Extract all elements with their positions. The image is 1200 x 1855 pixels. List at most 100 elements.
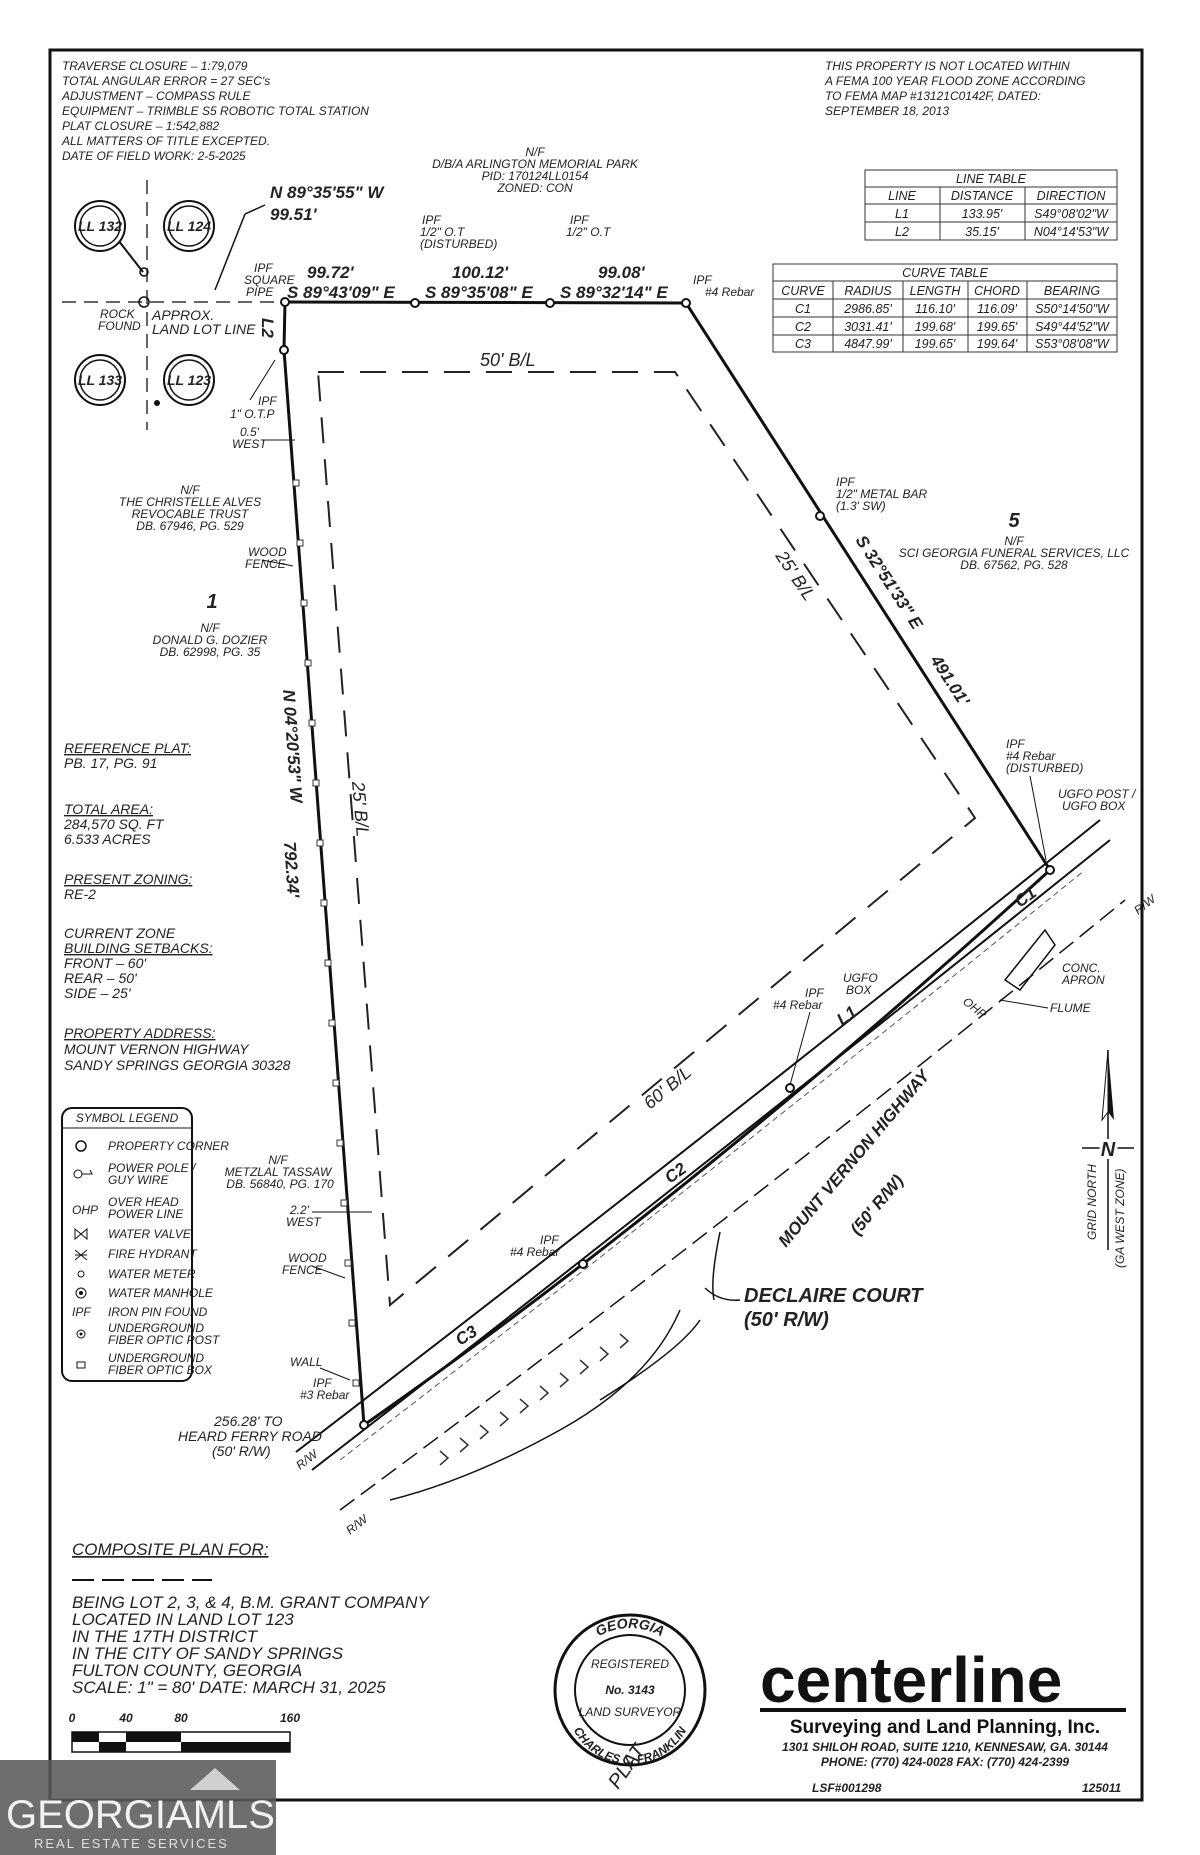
- curve-table-cell: 4847.99': [844, 337, 892, 351]
- line-table: LINE TABLE LINE DISTANCE DIRECTION L1 13…: [864, 169, 1118, 241]
- owner-line: THE CHRISTELLE ALVES: [119, 495, 261, 509]
- west-label: WEST: [232, 437, 268, 451]
- land-lot-markers: LL 132 LL 124 LL 133 LL 123 ROCK FOUND A…: [62, 180, 285, 430]
- fiber-optic-post-icon: [76, 1329, 86, 1339]
- ipf-ot-disturbed-label: 1/2" O.T: [420, 225, 466, 239]
- owner-line: N/F: [525, 145, 545, 159]
- land-lot-line-label: LAND LOT LINE: [152, 321, 256, 337]
- note-line: TRAVERSE CLOSURE – 1:79,079: [62, 59, 248, 73]
- owner-line: DB. 62998, PG. 35: [160, 645, 261, 659]
- legend-label: WATER VALVE: [108, 1227, 192, 1241]
- sheet-border: [48, 48, 1144, 1802]
- legend-label: WATER METER: [108, 1267, 196, 1281]
- bearing-west-distance: 792.34': [280, 841, 303, 899]
- info-value: 284,570 SQ. FT: [63, 816, 165, 832]
- owner-line: D/B/A ARLINGTON MEMORIAL PARK: [432, 157, 639, 171]
- curve-table-header: BEARING: [1044, 284, 1101, 298]
- metal-bar-offset-label: (1.3' SW): [836, 499, 886, 513]
- land-lot-label: LL 124: [167, 218, 211, 234]
- ipf-label: IPF: [805, 986, 824, 1000]
- flood-line: SEPTEMBER 18, 2013: [825, 104, 949, 118]
- iron-pin-labels: IPF SQUARE PIPE IPF 1/2" O.T (DISTURBED)…: [230, 213, 1083, 1402]
- note-line: TOTAL ANGULAR ERROR = 27 SEC's: [62, 74, 270, 88]
- fence-label: FENCE: [282, 1263, 324, 1277]
- land-lot-badge: LL 123: [163, 354, 215, 406]
- curve-table-cell: 199.65': [915, 337, 956, 351]
- title-line: BEING LOT 2, 3, & 4, B.M. GRANT COMPANY: [72, 1593, 430, 1612]
- found-label: FOUND: [98, 319, 141, 333]
- job-number: 125011: [1082, 1781, 1121, 1795]
- legend-title: SYMBOL LEGEND: [76, 1111, 179, 1125]
- flood-line: A FEMA 100 YEAR FLOOD ZONE ACCORDING: [824, 74, 1086, 88]
- bearing-nw-distance: 99.51': [270, 205, 318, 224]
- legend-label: POWER POLE /: [108, 1161, 197, 1175]
- owner-line: N/F: [1004, 534, 1024, 548]
- ugfo-post-label: UGFO POST /: [1058, 787, 1137, 801]
- line-table-cell: L1: [895, 207, 909, 221]
- bl-50-label: 50' B/L: [480, 350, 535, 370]
- mls-watermark: GEORGIAMLS REAL ESTATE SERVICES: [0, 1760, 276, 1855]
- curve-table-cell: S49°44'52"W: [1035, 320, 1110, 334]
- heard-ferry-line: 256.28' TO: [213, 1413, 283, 1429]
- ga-west-label: (GA WEST ZONE): [1113, 1168, 1127, 1268]
- curve-table-cell: 2986.85': [843, 302, 892, 316]
- lot-number: 1: [206, 591, 217, 613]
- ugfo-label: UGFO: [843, 971, 878, 985]
- property-boundary: [279, 297, 1055, 1430]
- fire-hydrant-icon: [74, 1249, 88, 1261]
- heard-ferry-line: HEARD FERRY ROAD: [178, 1428, 322, 1444]
- surveyor-seal: GEORGIA CHARLES C. FRANKLIN REGISTERED N…: [553, 1613, 707, 1793]
- otp-label: 1" O.T.P: [230, 407, 275, 421]
- seal-registered: REGISTERED: [591, 1657, 669, 1671]
- curve-table-cell: C3: [795, 337, 811, 351]
- title-block: COMPOSITE PLAN FOR: BEING LOT 2, 3, & 4,…: [72, 1540, 430, 1697]
- info-value: REAR – 50': [64, 970, 138, 986]
- note-line: DATE OF FIELD WORK: 2-5-2025: [62, 149, 246, 163]
- owner-line: N/F: [268, 1153, 288, 1167]
- wood-fence-label: WOOD: [288, 1251, 327, 1265]
- flume-label: FLUME: [1050, 1001, 1092, 1015]
- water-manhole-icon: [75, 1287, 87, 1299]
- ipf-symbol: IPF: [72, 1305, 91, 1319]
- seal-number: No. 3143: [605, 1683, 655, 1697]
- legend-label: IRON PIN FOUND: [108, 1305, 208, 1319]
- legend-label: WATER MANHOLE: [108, 1286, 214, 1300]
- fiber-optic-box-icon: [76, 1361, 86, 1369]
- wall-label: WALL: [290, 1355, 322, 1369]
- line-table-cell: L2: [895, 225, 909, 239]
- land-lot-badge: LL 124: [163, 200, 215, 252]
- scale-tick: 160: [280, 1711, 300, 1725]
- ipf-label: IPF: [313, 1376, 332, 1390]
- scale-bar: 0 40 80 160: [69, 1711, 300, 1753]
- box-label: BOX: [846, 983, 872, 997]
- line-table-header: DIRECTION: [1037, 189, 1107, 203]
- bearing-nw: N 89°35'55" W: [270, 183, 385, 202]
- north-label: N: [1101, 1139, 1116, 1161]
- offset-label: 0.5': [240, 425, 260, 439]
- line-table-cell: 35.15': [965, 225, 999, 239]
- curve-table-cell: S53°08'08"W: [1035, 337, 1110, 351]
- general-notes: TRAVERSE CLOSURE – 1:79,079 TOTAL ANGULA…: [61, 59, 369, 163]
- info-value: MOUNT VERNON HIGHWAY: [64, 1041, 250, 1057]
- owner-line: SCI GEORGIA FUNERAL SERVICES, LLC: [899, 546, 1130, 560]
- ipf-label: IPF: [1006, 737, 1025, 751]
- offset-label: 2.2': [289, 1203, 310, 1217]
- ipf-label: IPF: [422, 213, 441, 227]
- info-value: FRONT – 60': [64, 955, 147, 971]
- property-corner-icon: [75, 1140, 87, 1152]
- boundary-bearings: N 89°35'55" W 99.51' 99.72' S 89°43'09" …: [214, 183, 974, 899]
- info-value: PB. 17, PG. 91: [64, 755, 157, 771]
- owner-line: N/F: [200, 621, 220, 635]
- info-value: SANDY SPRINGS GEORGIA 30328: [64, 1057, 291, 1073]
- info-heading: CURRENT ZONE: [64, 925, 176, 941]
- ipf-label: IPF: [570, 213, 589, 227]
- info-value: RE-2: [64, 886, 96, 902]
- curve-table-cell: C1: [795, 302, 811, 316]
- ugfo-box-label: UGFO BOX: [1062, 799, 1126, 813]
- west-label: WEST: [286, 1215, 322, 1229]
- bearing-top3-distance: 99.08': [598, 263, 646, 282]
- power-pole-icon: [73, 1169, 93, 1179]
- curve-table-header: CHORD: [974, 284, 1020, 298]
- land-lot-label: LL 133: [78, 372, 122, 388]
